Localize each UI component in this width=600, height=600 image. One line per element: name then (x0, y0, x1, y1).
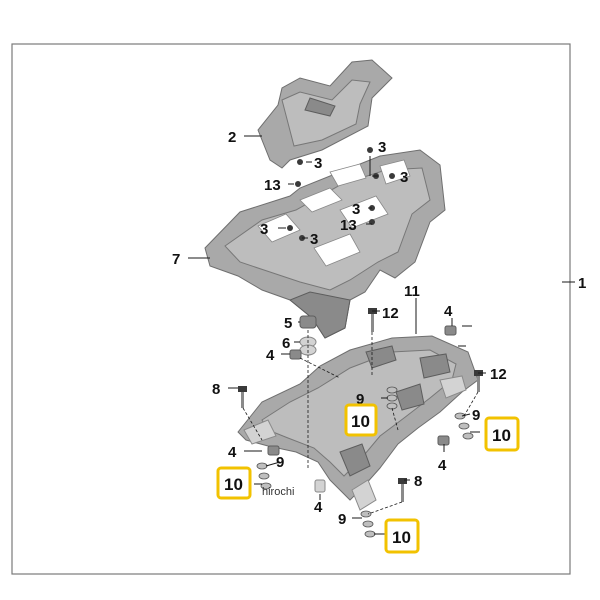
callout-2: 2 (228, 129, 236, 146)
callout-10: 10 (351, 412, 370, 431)
callout-5: 5 (284, 315, 292, 332)
callout-labels: 1 2 3 3 3 3 3 3 13 13 7 11 12 12 5 6 4 4… (172, 129, 586, 528)
callout-13: 13 (340, 217, 357, 234)
part-4-pad (444, 325, 457, 336)
callout-3: 3 (260, 221, 268, 238)
callout-3: 3 (378, 139, 386, 156)
highlight-10-box: 10 (344, 403, 378, 437)
callout-10: 10 (392, 528, 411, 547)
part-9-10-washer-nut-stack (360, 510, 376, 538)
part-top-cover (257, 59, 393, 169)
callout-11: 11 (404, 283, 420, 300)
callout-13: 13 (264, 177, 281, 194)
callout-3: 3 (310, 231, 318, 248)
watermark-text: hirochi (262, 486, 294, 498)
callout-12: 12 (382, 305, 399, 322)
callout-7: 7 (172, 251, 180, 268)
part-8-bolt (238, 386, 247, 408)
part-4-pad (314, 479, 326, 493)
callout-9: 9 (356, 391, 364, 408)
highlight-10-box: 10 (484, 416, 520, 452)
callout-8: 8 (414, 473, 422, 490)
part-9-10-washer-nut-stack (386, 386, 398, 410)
highlight-callouts: 10 10 10 10 (216, 403, 520, 554)
callout-4: 4 (266, 347, 275, 364)
part-9-10-washer-nut-stack (256, 462, 272, 490)
part-5-damper (299, 315, 317, 329)
callout-3: 3 (352, 201, 360, 218)
callout-3: 3 (314, 155, 322, 172)
part-4-pad (437, 435, 450, 446)
assembly-dashed-lines (242, 330, 479, 515)
part-8-bolt (398, 478, 407, 502)
diagram-frame (11, 43, 571, 575)
callout-10: 10 (492, 426, 511, 445)
part-12-bolt (368, 308, 377, 332)
part-rack-frame (204, 149, 446, 339)
highlight-10-box: 10 (384, 518, 420, 554)
highlight-10-box: 10 (216, 466, 252, 500)
part-4-pad (289, 349, 302, 360)
callout-9: 9 (338, 511, 346, 528)
callout-4: 4 (438, 457, 447, 474)
callout-9: 9 (276, 454, 284, 471)
callout-12: 12 (490, 366, 507, 383)
part-9-10-washer-nut-stack (454, 412, 474, 440)
callout-4: 4 (444, 303, 453, 320)
callout-3: 3 (400, 169, 408, 186)
callout-1: 1 (578, 275, 586, 292)
callout-4: 4 (314, 499, 323, 516)
part-4-pad (267, 445, 280, 456)
leader-lines (188, 135, 575, 535)
callout-10: 10 (224, 475, 243, 494)
callout-4: 4 (228, 444, 237, 461)
callout-9: 9 (472, 407, 480, 424)
callout-6: 6 (282, 335, 290, 352)
callout-8: 8 (212, 381, 220, 398)
